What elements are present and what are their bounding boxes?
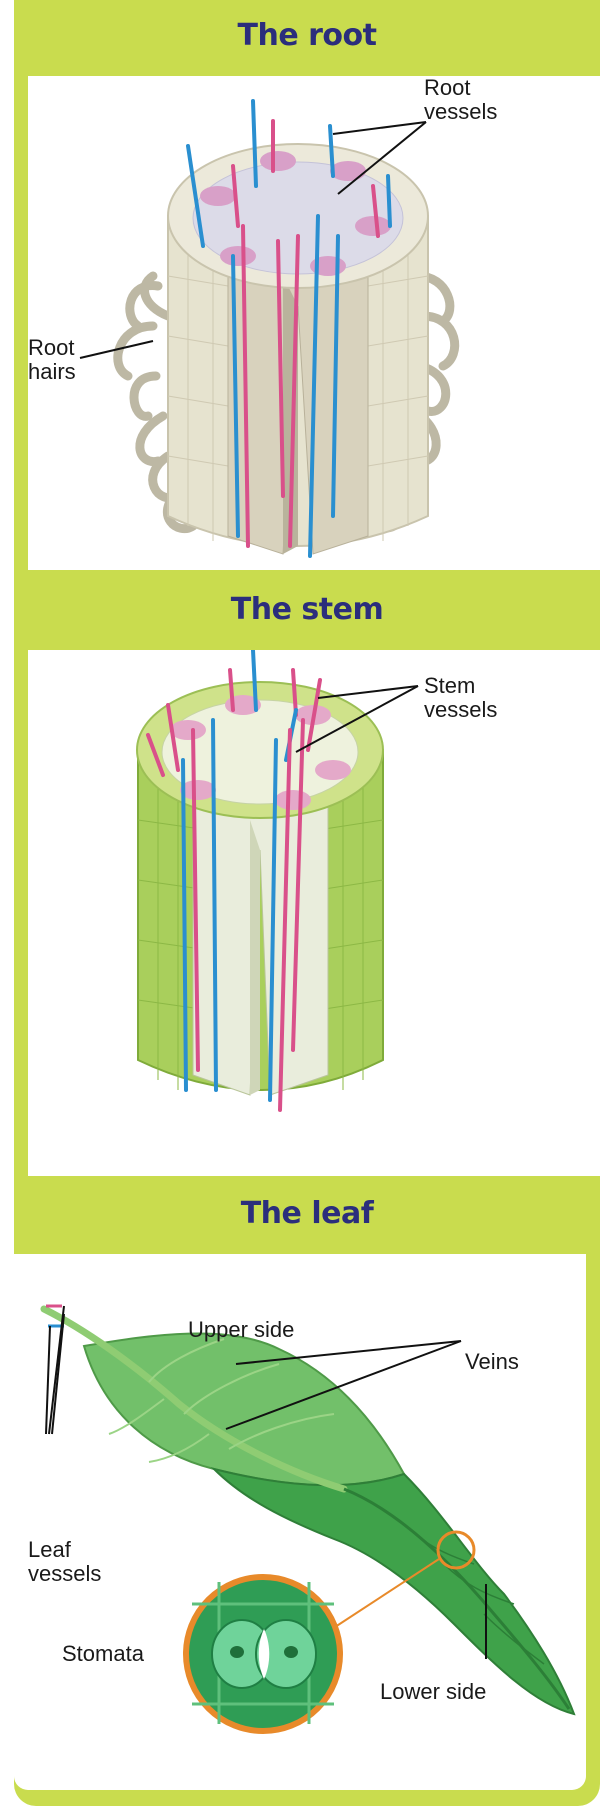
root-vessels-label: Root vessels — [424, 75, 498, 124]
stomata-closeup — [183, 1574, 343, 1734]
leaf-illustration — [40, 1304, 576, 1734]
leaf-panel: Upper side Veins Leaf vessels Stomata Lo… — [14, 1254, 586, 1790]
stem-panel: Stem vessels — [28, 650, 600, 1176]
root-cross-section — [79, 99, 460, 558]
upper-side-label: Upper side — [188, 1317, 295, 1342]
stomata-label: Stomata — [62, 1641, 144, 1666]
leaf-section-title: The leaf — [240, 1196, 374, 1231]
veins-label: Veins — [465, 1349, 519, 1374]
stem-vessels-label: Stem vessels — [424, 673, 498, 722]
root-hairs-label: Root hairs — [28, 335, 76, 384]
root-section-title: The root — [237, 18, 377, 53]
stem-cross-section — [136, 650, 419, 1112]
root-panel: Root vessels Root hairs — [28, 76, 600, 570]
leaf-vessels-label: Leaf vessels — [28, 1537, 102, 1586]
lower-side-label: Lower side — [380, 1679, 487, 1704]
stem-section-title: The stem — [230, 592, 384, 627]
